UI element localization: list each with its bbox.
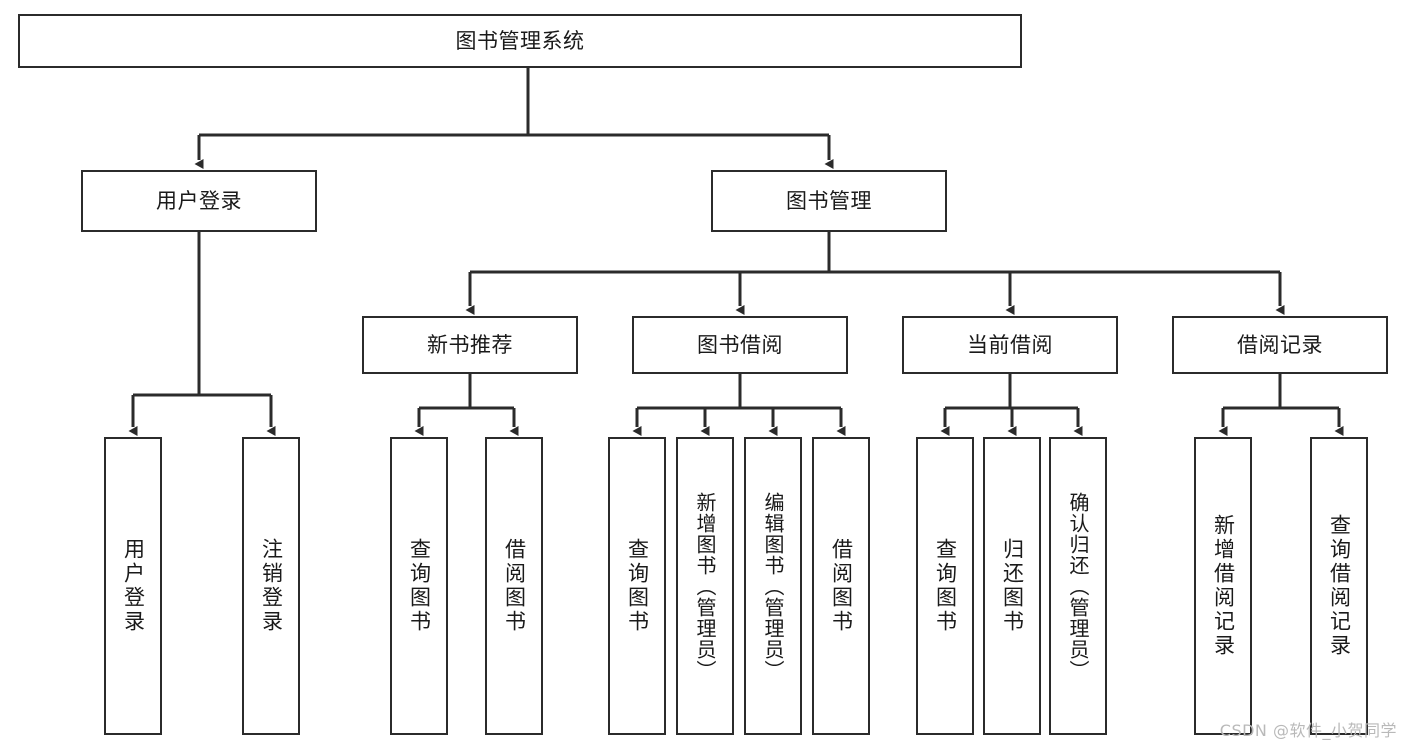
node-leaf-query-book-2[interactable]: 查询图书 xyxy=(608,437,666,735)
node-new-book-recommend[interactable]: 新书推荐 xyxy=(362,316,578,374)
node-leaf-query-book-1-label: 查询图书 xyxy=(407,538,432,634)
node-leaf-borrow-book-1[interactable]: 借阅图书 xyxy=(485,437,543,735)
node-leaf-return-book[interactable]: 归还图书 xyxy=(983,437,1041,735)
node-leaf-confirm-return-label: 确认归还（管理员） xyxy=(1066,491,1090,681)
node-leaf-query-book-1[interactable]: 查询图书 xyxy=(390,437,448,735)
node-leaf-add-book-label: 新增图书（管理员） xyxy=(693,491,717,681)
node-leaf-query-borrow-record[interactable]: 查询借阅记录 xyxy=(1310,437,1368,735)
node-leaf-edit-book[interactable]: 编辑图书（管理员） xyxy=(744,437,802,735)
node-user-login-label: 用户登录 xyxy=(156,188,242,213)
node-leaf-user-login[interactable]: 用户登录 xyxy=(104,437,162,735)
node-leaf-borrow-book-2-label: 借阅图书 xyxy=(829,538,854,634)
node-borrow-record-label: 借阅记录 xyxy=(1237,332,1323,357)
node-leaf-user-logout-label: 注销登录 xyxy=(259,538,284,634)
node-book-management[interactable]: 图书管理 xyxy=(711,170,947,232)
node-leaf-borrow-book-1-label: 借阅图书 xyxy=(502,538,527,634)
node-borrow-record[interactable]: 借阅记录 xyxy=(1172,316,1388,374)
node-leaf-query-borrow-record-label: 查询借阅记录 xyxy=(1327,514,1352,658)
node-leaf-user-login-label: 用户登录 xyxy=(121,538,146,634)
csdn-watermark: CSDN @软件_小贺同学 xyxy=(1219,721,1397,740)
node-leaf-query-book-3[interactable]: 查询图书 xyxy=(916,437,974,735)
node-current-borrow-label: 当前借阅 xyxy=(967,332,1053,357)
node-book-management-label: 图书管理 xyxy=(786,188,872,213)
node-root-label: 图书管理系统 xyxy=(455,28,585,53)
node-leaf-add-borrow-record[interactable]: 新增借阅记录 xyxy=(1194,437,1252,735)
node-book-borrow-label: 图书借阅 xyxy=(697,332,783,357)
node-leaf-user-logout[interactable]: 注销登录 xyxy=(242,437,300,735)
node-leaf-borrow-book-2[interactable]: 借阅图书 xyxy=(812,437,870,735)
node-leaf-add-book[interactable]: 新增图书（管理员） xyxy=(676,437,734,735)
node-current-borrow[interactable]: 当前借阅 xyxy=(902,316,1118,374)
node-book-borrow[interactable]: 图书借阅 xyxy=(632,316,848,374)
node-leaf-return-book-label: 归还图书 xyxy=(1000,538,1025,634)
node-new-book-recommend-label: 新书推荐 xyxy=(427,332,513,357)
node-leaf-query-book-3-label: 查询图书 xyxy=(933,538,958,634)
node-root[interactable]: 图书管理系统 xyxy=(18,14,1022,68)
node-leaf-confirm-return[interactable]: 确认归还（管理员） xyxy=(1049,437,1107,735)
node-leaf-edit-book-label: 编辑图书（管理员） xyxy=(761,491,785,681)
node-leaf-query-book-2-label: 查询图书 xyxy=(625,538,650,634)
node-user-login[interactable]: 用户登录 xyxy=(81,170,317,232)
node-leaf-add-borrow-record-label: 新增借阅记录 xyxy=(1211,514,1236,658)
